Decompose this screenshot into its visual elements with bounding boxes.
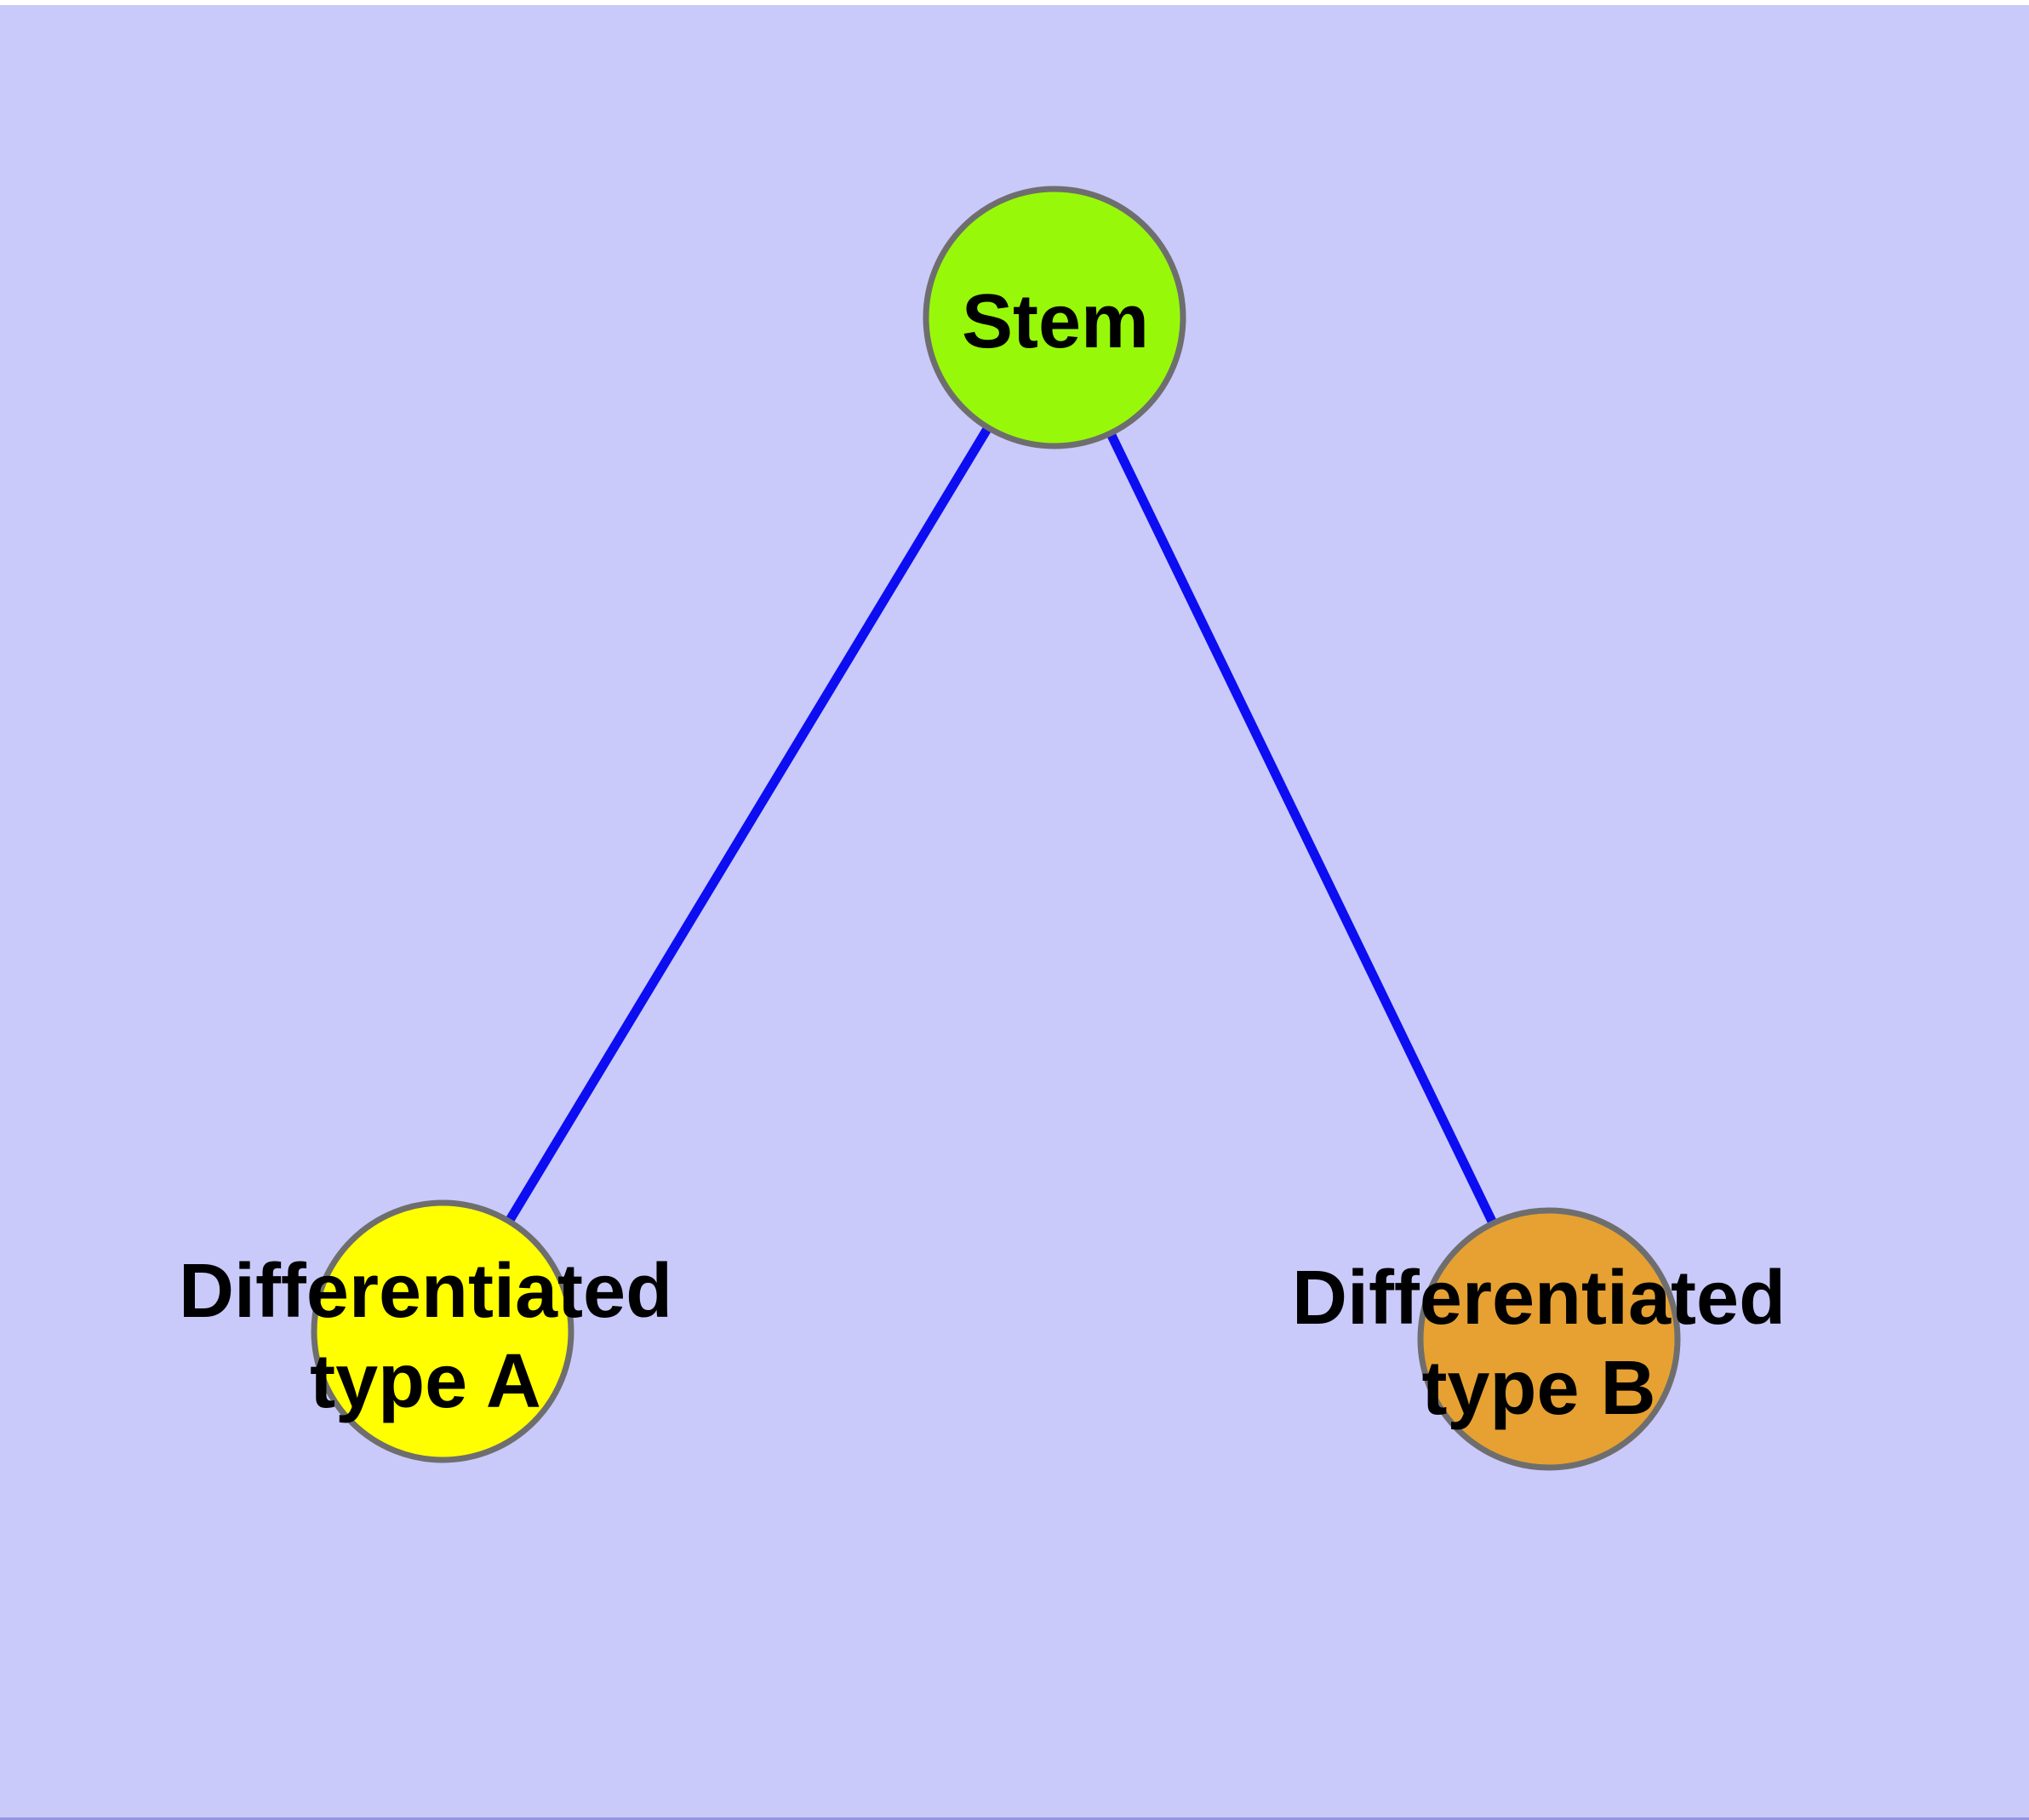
edge-stem-to-type-b	[1050, 315, 1553, 1342]
bottom-edge-line	[0, 1817, 2029, 1820]
stem-node-label-line1: Stem	[961, 279, 1150, 364]
graph-canvas: Stem Differentiated type A Differentiate…	[0, 5, 2029, 1820]
type-a-node-label: Differentiated type A	[179, 1246, 672, 1427]
type-a-node-label-line1: Differentiated	[178, 1249, 673, 1334]
type-a-node-label-line2: type A	[310, 1339, 541, 1424]
type-b-node-label-line2: type B	[1421, 1346, 1656, 1431]
stem-node-label: Stem	[962, 277, 1149, 367]
stem-node-circle	[923, 186, 1186, 449]
type-b-node-label: Differentiated type B	[1292, 1253, 1786, 1434]
type-b-node-circle	[1417, 1207, 1681, 1471]
type-b-node-label-line1: Differentiated	[1291, 1256, 1786, 1341]
graph-svg-layer	[311, 186, 1681, 1471]
edge-stem-to-type-a	[438, 315, 1059, 1334]
type-a-node-circle	[311, 1199, 574, 1463]
